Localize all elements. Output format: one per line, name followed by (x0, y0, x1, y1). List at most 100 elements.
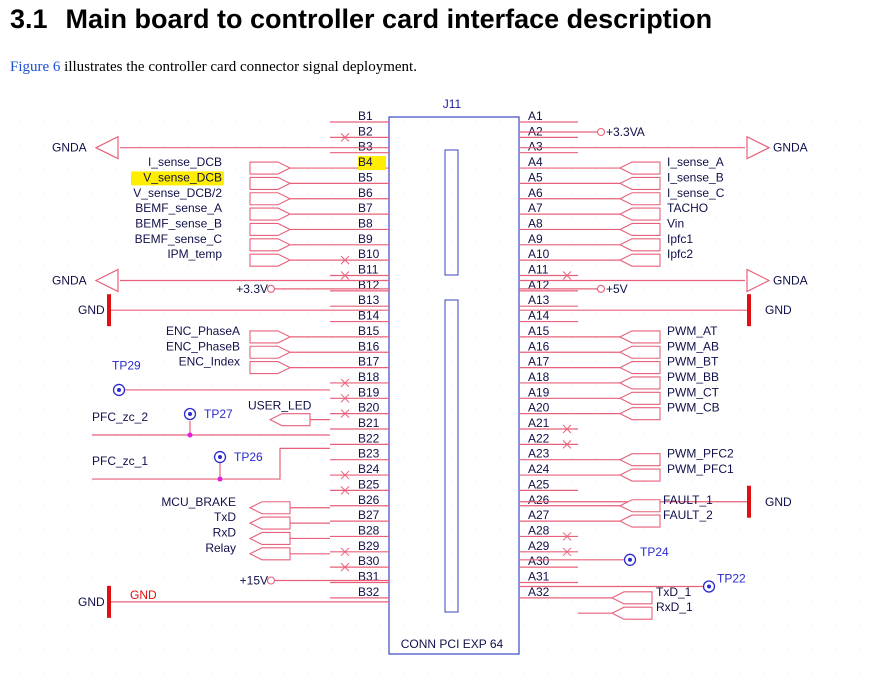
signal-label-right: RxD_1 (656, 600, 693, 614)
gnda-symbol-right (746, 268, 771, 293)
pin-label-a26: A26 (528, 493, 550, 507)
signal-arrow (249, 330, 292, 344)
label-3v3: +3.3V (236, 282, 268, 296)
gnda-label: GNDA (773, 141, 808, 155)
pin-label-b2: B2 (358, 124, 373, 138)
signal-label-right: PWM_AB (667, 339, 719, 353)
pin-label-a11: A11 (528, 263, 549, 277)
signal-label-left: RxD (213, 525, 237, 539)
pin-label-a17: A17 (528, 355, 550, 369)
label-5v: +5V (606, 282, 628, 296)
signal-label-left: I_sense_DCB (148, 155, 222, 169)
pin-label-a20: A20 (528, 401, 550, 415)
pfc-zc-1-label: PFC_zc_1 (92, 454, 148, 468)
signal-arrow (610, 606, 653, 620)
power-tap (266, 284, 276, 293)
pin-label-a9: A9 (528, 232, 543, 246)
pin-label-b25: B25 (358, 477, 380, 491)
pin-label-b3: B3 (358, 140, 373, 154)
no-connect-mark (340, 470, 350, 480)
signal-label-right: TACHO (667, 201, 708, 215)
signal-label-right: Vin (667, 216, 684, 230)
pin-label-b26: B26 (358, 493, 380, 507)
junction-dot (217, 476, 223, 482)
pin-label-a31: A31 (528, 570, 550, 584)
user-led-label: USER_LED (248, 399, 312, 413)
pin-label-b8: B8 (358, 216, 373, 230)
gnd-label: GND (78, 595, 105, 609)
signal-arrow (248, 547, 291, 561)
signal-arrow (249, 222, 292, 236)
signal-arrow (249, 176, 292, 190)
gnd-bar-right (747, 485, 751, 518)
signal-arrow (618, 345, 661, 359)
signal-label-right: FAULT_2 (663, 508, 713, 522)
junction-dot (187, 432, 193, 438)
tp29-label: TP29 (112, 359, 141, 373)
pin-label-a10: A10 (528, 247, 550, 261)
no-connect-mark (562, 532, 572, 541)
signal-arrow (249, 238, 292, 252)
pin-label-a21: A21 (528, 416, 550, 430)
pin-label-a15: A15 (528, 324, 550, 338)
pin-label-b16: B16 (358, 339, 380, 353)
pin-label-a1: A1 (528, 109, 543, 123)
pin-label-b7: B7 (358, 201, 373, 215)
gnda-symbol-right (746, 135, 771, 160)
pin-label-b14: B14 (358, 309, 380, 323)
tp29-dot (117, 387, 121, 392)
signal-label-left: ENC_PhaseA (166, 324, 240, 338)
no-connect-mark (562, 424, 572, 434)
pin-label-a16: A16 (528, 339, 550, 353)
signal-label-left: V_sense_DCB (143, 170, 222, 184)
signal-label-right: FAULT_1 (663, 493, 713, 507)
gnd-bar-left (107, 585, 111, 618)
pin-label-b15: B15 (358, 324, 380, 338)
no-connect-mark (340, 378, 350, 388)
power-tap (596, 284, 606, 293)
pin-label-b23: B23 (358, 447, 380, 461)
pin-label-a23: A23 (528, 447, 550, 461)
section-title: Main board to controller card interface … (65, 4, 713, 34)
pin-label-b29: B29 (358, 539, 380, 553)
gnd-label: GND (78, 303, 105, 317)
signal-label-left: MCU_BRAKE (161, 495, 236, 509)
signal-label-left: V_sense_DCB/2 (133, 186, 222, 200)
signal-label-right: TxD_1 (656, 585, 692, 599)
signal-arrow (249, 192, 292, 206)
signal-label-left: BEMF_sense_C (135, 232, 223, 246)
intro-text: illustrates the controller card connecto… (60, 59, 417, 75)
signal-arrow (249, 161, 292, 175)
signal-label-right: PWM_CT (667, 385, 720, 399)
tp27-dot (188, 412, 192, 416)
pin-label-b32: B32 (358, 585, 380, 599)
section-number: 3.1 (10, 4, 48, 34)
gnda-symbol-left (94, 268, 119, 293)
signal-arrow (618, 161, 661, 175)
signal-arrow (248, 501, 291, 515)
pin-label-b6: B6 (358, 186, 373, 200)
connector-ref: J11 (443, 97, 462, 111)
no-connect-mark (340, 547, 350, 557)
pin-label-b9: B9 (358, 232, 373, 246)
pin-label-a2: A2 (528, 124, 543, 138)
tp27-label: TP27 (204, 407, 233, 421)
signal-arrow (610, 591, 653, 605)
signal-label-left: Relay (205, 541, 236, 555)
figure-link[interactable]: Figure 6 (10, 59, 61, 75)
tp24-label: TP24 (640, 545, 669, 559)
pin-label-b13: B13 (358, 293, 380, 307)
tp22-label: TP22 (717, 572, 746, 586)
no-connect-mark (340, 486, 350, 495)
label-3v3a: +3.3VA (606, 125, 645, 139)
pin-label-a8: A8 (528, 216, 543, 230)
pin-label-a25: A25 (528, 477, 550, 491)
signal-label-right: Ipfc2 (667, 247, 693, 261)
pin-label-b31: B31 (358, 570, 380, 584)
pin-label-b11: B11 (358, 263, 379, 277)
signal-label-right: I_sense_C (667, 186, 725, 200)
signal-arrow (618, 192, 661, 206)
pin-label-a24: A24 (528, 462, 550, 476)
signal-label-right: PWM_BB (667, 370, 719, 384)
gnda-label: GNDA (773, 274, 808, 288)
